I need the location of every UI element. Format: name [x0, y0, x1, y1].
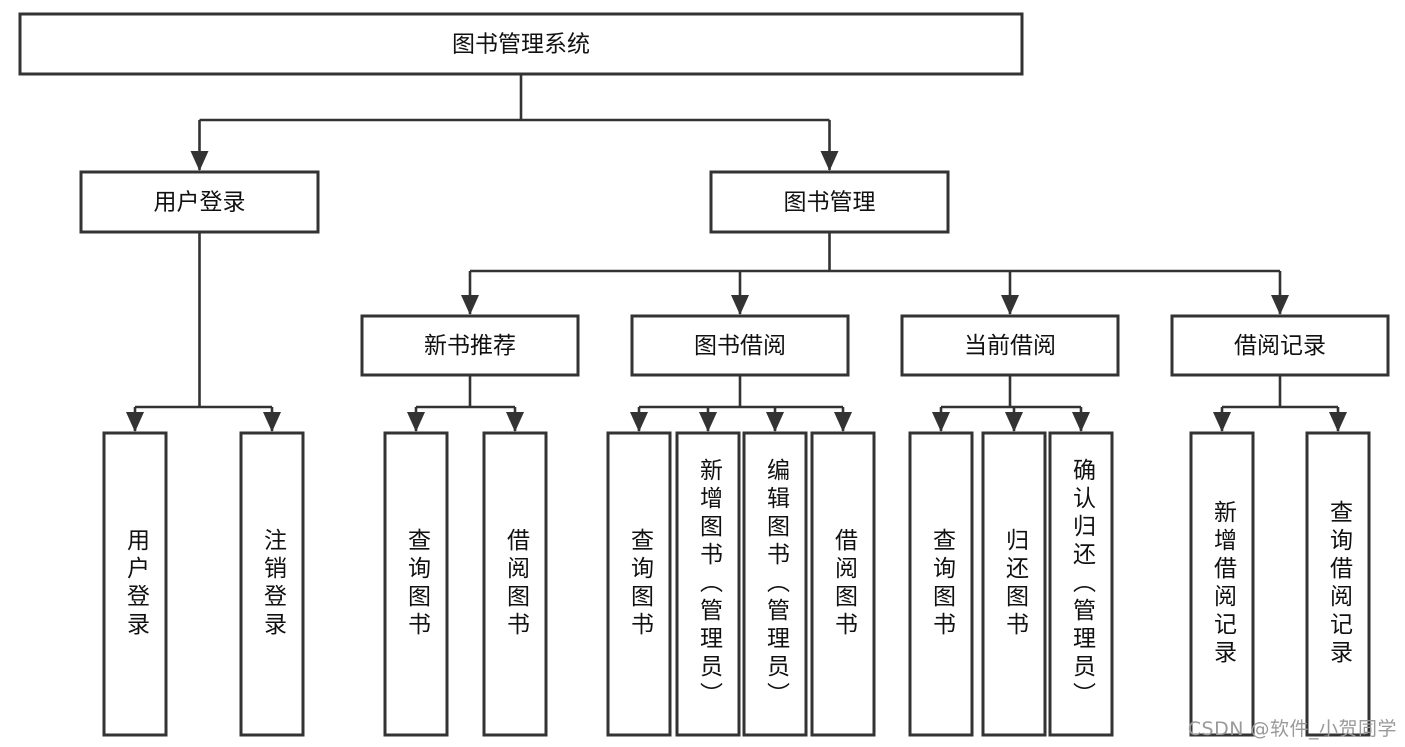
node-box-leaf-1[interactable] — [239, 431, 305, 737]
arrow-head-icon — [1329, 412, 1347, 432]
arrow-head-icon — [126, 412, 144, 432]
node-box-level3-1[interactable] — [630, 314, 850, 377]
node-box-level3-2[interactable] — [900, 314, 1120, 377]
node-label-level3-0: 新书推荐 — [424, 333, 516, 359]
node-box-leaf-10[interactable] — [1048, 431, 1114, 737]
watermark-text: CSDN @软件_小贺同学 — [1187, 718, 1397, 740]
box-layer — [18, 12, 1390, 737]
node-box-leaf-8[interactable] — [908, 431, 974, 737]
node-box-leaf-9[interactable] — [981, 431, 1047, 737]
arrow-head-icon — [1213, 412, 1231, 432]
node-label-level2-1: 图书管理 — [784, 190, 876, 216]
arrow-head-icon — [820, 151, 839, 171]
node-box-leaf-3[interactable] — [482, 431, 548, 737]
arrow-head-icon — [1001, 295, 1019, 315]
arrow-head-icon — [1072, 412, 1090, 432]
node-box-leaf-2[interactable] — [383, 431, 449, 737]
node-box-leaf-12[interactable] — [1305, 431, 1371, 737]
node-box-level3-3[interactable] — [1170, 314, 1390, 377]
arrow-head-icon — [932, 412, 950, 432]
arrow-head-icon — [1005, 412, 1023, 432]
node-label-level3-3: 借阅记录 — [1234, 333, 1326, 359]
arrow-head-icon — [506, 412, 524, 432]
arrow-head-icon — [263, 412, 281, 432]
node-box-leaf-5[interactable] — [675, 431, 741, 737]
node-box-level2-1[interactable] — [709, 170, 950, 234]
node-box-root[interactable] — [18, 12, 1024, 76]
node-label-level3-1: 图书借阅 — [694, 333, 786, 359]
node-label-level2-0: 用户登录 — [154, 190, 246, 216]
arrow-head-icon — [630, 412, 648, 432]
arrow-head-icon — [190, 151, 209, 171]
arrow-head-icon — [699, 412, 717, 432]
node-label-root: 图书管理系统 — [452, 32, 590, 58]
arrow-head-icon — [834, 412, 852, 432]
node-box-leaf-0[interactable] — [102, 431, 168, 737]
node-label-level3-2: 当前借阅 — [964, 333, 1056, 359]
node-box-leaf-6[interactable] — [742, 431, 808, 737]
node-box-leaf-11[interactable] — [1189, 431, 1255, 737]
connector-layer — [126, 74, 1347, 432]
node-box-level2-0[interactable] — [79, 170, 320, 234]
arrow-head-icon — [1271, 295, 1289, 315]
arrow-head-icon — [407, 412, 425, 432]
arrow-head-icon — [766, 412, 784, 432]
arrow-head-icon — [731, 295, 749, 315]
node-box-leaf-7[interactable] — [810, 431, 876, 737]
node-box-leaf-4[interactable] — [606, 431, 672, 737]
node-box-level3-0[interactable] — [360, 314, 580, 377]
arrow-head-icon — [461, 295, 479, 315]
